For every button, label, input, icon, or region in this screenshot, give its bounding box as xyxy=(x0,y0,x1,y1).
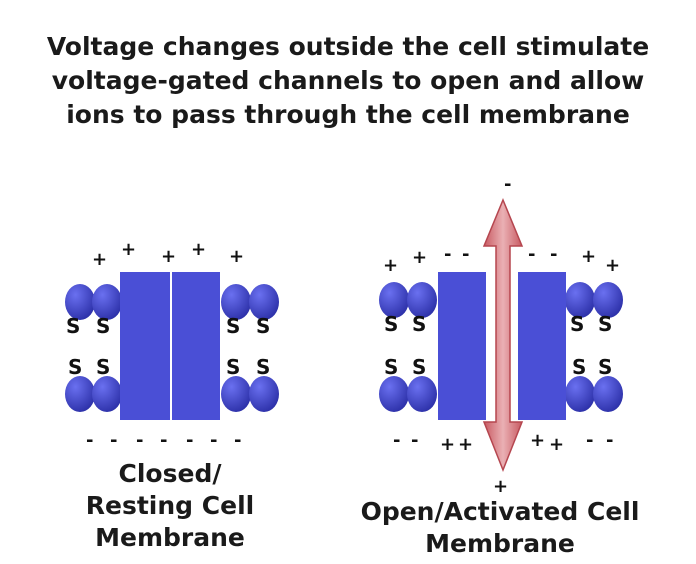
disulfide-s: S xyxy=(572,355,586,379)
arrow-bottom-label: + xyxy=(493,476,508,497)
open-bottom-outer-charge: - xyxy=(393,430,400,451)
disulfide-s: S xyxy=(384,312,398,336)
disulfide-s: S xyxy=(256,355,270,379)
closed-bottom-charge: - xyxy=(186,430,193,451)
lipid-head xyxy=(249,284,279,320)
closed-bottom-charge: - xyxy=(136,430,143,451)
closed-top-charge: + xyxy=(92,249,107,270)
closed-caption-line-1: Closed/ xyxy=(119,459,223,488)
open-bottom-inner-charge: + xyxy=(440,434,455,455)
lipid-head xyxy=(593,282,623,318)
open-top-left-charge: + xyxy=(383,255,398,276)
disulfide-s: S xyxy=(412,355,426,379)
lipid-head xyxy=(565,376,595,412)
lipid-head xyxy=(379,282,409,318)
disulfide-s: S xyxy=(96,355,110,379)
closed-caption-line-3: Membrane xyxy=(95,523,245,552)
open-top-left-charge: + xyxy=(412,247,427,268)
disulfide-s: S xyxy=(598,312,612,336)
open-bottom-outer-charge: - xyxy=(606,430,613,451)
lipid-head xyxy=(221,284,251,320)
lipid-head xyxy=(379,376,409,412)
closed-channel-left-subunit xyxy=(120,272,170,420)
closed-top-charge: + xyxy=(191,239,206,260)
arrow-top-label: - xyxy=(504,174,511,195)
disulfide-s: S xyxy=(256,314,270,338)
lipid-head xyxy=(65,376,95,412)
closed-top-charge: + xyxy=(229,246,244,267)
open-bottom-inner-charge: + xyxy=(549,434,564,455)
disulfide-s: S xyxy=(384,355,398,379)
closed-channel-right-subunit xyxy=(172,272,220,420)
lipid-head xyxy=(407,282,437,318)
ion-flow-arrow xyxy=(482,198,524,473)
lipid-head xyxy=(65,284,95,320)
closed-top-charge: + xyxy=(161,246,176,267)
closed-bottom-charge: - xyxy=(234,430,241,451)
open-top-inner-charge: - xyxy=(528,244,535,265)
closed-top-charge: + xyxy=(121,239,136,260)
disulfide-s: S xyxy=(412,312,426,336)
open-bottom-outer-charge: - xyxy=(411,430,418,451)
lipid-head xyxy=(92,284,122,320)
title-line-3: ions to pass through the cell membrane xyxy=(66,100,630,129)
open-top-right-charge: + xyxy=(581,246,596,267)
open-top-right-charge: + xyxy=(605,255,620,276)
disulfide-s: S xyxy=(598,355,612,379)
open-channel-left-subunit xyxy=(438,272,486,420)
open-channel-right-subunit xyxy=(518,272,566,420)
open-top-inner-charge: - xyxy=(462,244,469,265)
title-line-1: Voltage changes outside the cell stimula… xyxy=(46,32,650,61)
open-caption-line-1: Open/Activated Cell xyxy=(361,497,640,526)
closed-bottom-charge: - xyxy=(86,430,93,451)
closed-channel-group: + + + + + S S S S S S S S - - - - - - - xyxy=(65,239,279,552)
closed-caption-line-2: Resting Cell xyxy=(86,491,254,520)
open-bottom-outer-charge: - xyxy=(586,430,593,451)
closed-bottom-charge: - xyxy=(110,430,117,451)
disulfide-s: S xyxy=(570,312,584,336)
open-channel-group: - + + - - - - + + S S S S S S S S - xyxy=(361,174,640,558)
open-top-inner-charge: - xyxy=(444,244,451,265)
open-bottom-inner-charge: + xyxy=(530,430,545,451)
disulfide-s: S xyxy=(66,314,80,338)
open-caption-line-2: Membrane xyxy=(425,529,575,558)
lipid-head xyxy=(221,376,251,412)
lipid-head xyxy=(407,376,437,412)
disulfide-s: S xyxy=(226,355,240,379)
title-line-2: voltage-gated channels to open and allow xyxy=(51,66,645,95)
lipid-head xyxy=(565,282,595,318)
open-top-inner-charge: - xyxy=(550,244,557,265)
closed-bottom-charge: - xyxy=(160,430,167,451)
lipid-head xyxy=(249,376,279,412)
disulfide-s: S xyxy=(68,355,82,379)
lipid-head xyxy=(92,376,122,412)
disulfide-s: S xyxy=(96,314,110,338)
lipid-head xyxy=(593,376,623,412)
closed-bottom-charge: - xyxy=(210,430,217,451)
open-bottom-inner-charge: + xyxy=(458,434,473,455)
disulfide-s: S xyxy=(226,314,240,338)
diagram-title: Voltage changes outside the cell stimula… xyxy=(0,30,696,132)
